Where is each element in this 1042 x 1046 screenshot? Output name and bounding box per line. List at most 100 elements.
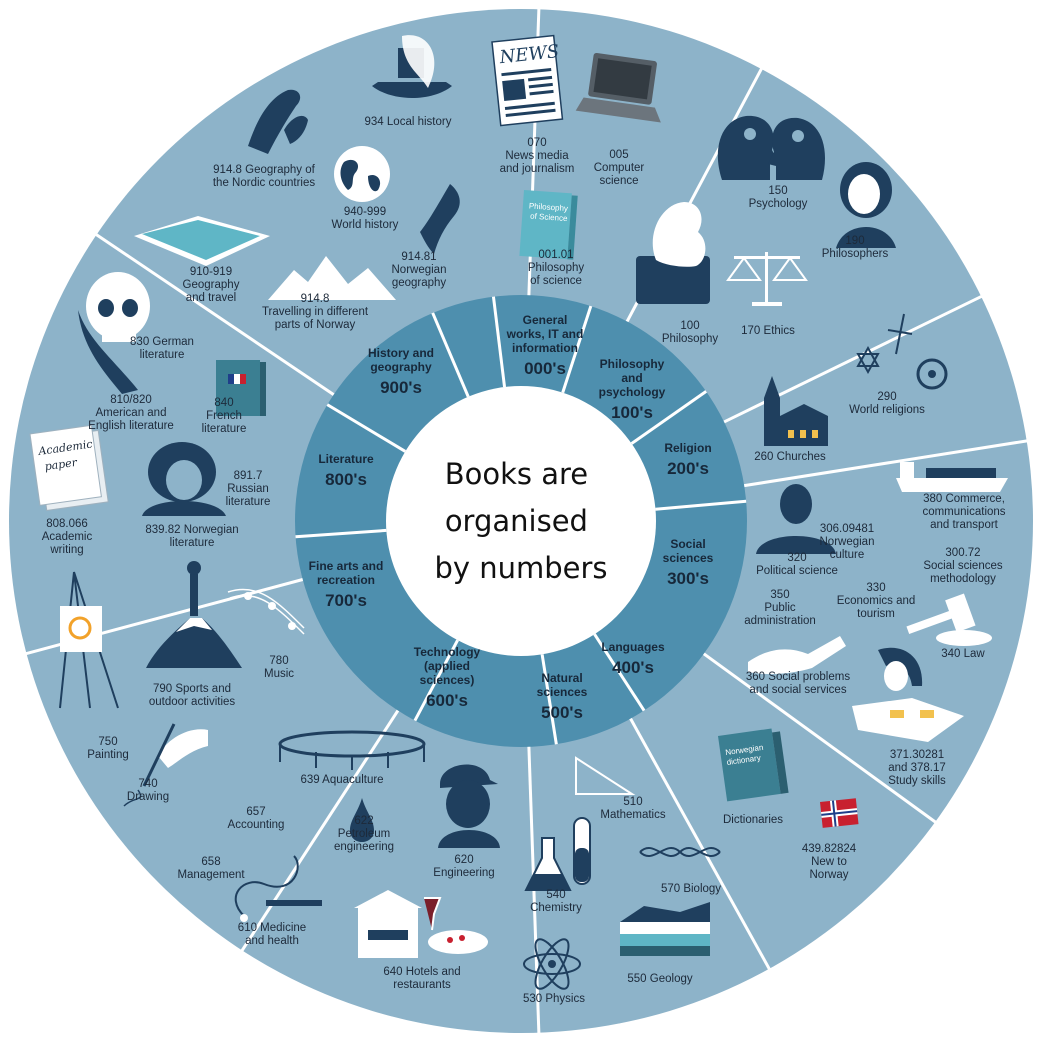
topic-label-line: Drawing	[127, 791, 169, 803]
student-icon	[852, 647, 964, 742]
svg-text:of Science: of Science	[530, 212, 568, 224]
topic-label-line: 910-919	[190, 266, 232, 278]
newspaper-icon: NEWS	[491, 34, 564, 127]
topic-label-line: communications	[922, 506, 1005, 518]
topic-label-line: 290	[877, 391, 896, 403]
category-number: 800's	[325, 470, 367, 489]
topic-label-line: Russian	[227, 483, 269, 495]
dna-icon	[639, 846, 721, 858]
topic-label-line: 070	[527, 137, 546, 149]
topic-label-line: Norwegian	[392, 264, 447, 276]
handshake-icon	[748, 636, 846, 675]
topic-570-biology: 570 Biology	[661, 883, 721, 895]
category-number: 300's	[667, 569, 709, 588]
topic-label-line: Philosophy	[662, 333, 719, 345]
outer-divider	[743, 439, 1029, 488]
topic-label-line: 810/820	[110, 394, 152, 406]
philosopher-portrait-icon	[836, 162, 896, 248]
dictionary-icon: Norwegian dictionary	[718, 728, 789, 802]
french-book-icon	[216, 360, 266, 416]
topic-label-line: Social sciences	[923, 560, 1003, 572]
category-label-line: History and	[368, 346, 434, 360]
topic-label-line: 657	[246, 806, 265, 818]
svg-text:paper: paper	[44, 456, 79, 473]
topic-label-line: 914.8 Geography of	[213, 164, 315, 176]
topic-label-line: 170 Ethics	[741, 325, 795, 337]
topic-label-line: 260 Churches	[754, 451, 826, 463]
svg-text:Philosophy: Philosophy	[529, 201, 569, 213]
outer-divider	[702, 652, 938, 825]
center-title: Books are organised by numbers	[434, 457, 607, 585]
category-label-line: General	[523, 313, 568, 327]
hotel-food-icon	[354, 890, 488, 958]
laptop-icon	[575, 52, 661, 123]
topic-label-line: Economics and	[837, 595, 916, 607]
topic-934-local-history: 934 Local history	[365, 116, 452, 128]
inner-divider	[540, 654, 558, 745]
topic-label-line: 790 Sports and	[153, 683, 231, 695]
category-label-line: sciences	[537, 685, 588, 699]
topic-label-line: 610 Medicine	[238, 922, 306, 934]
skull-icon	[78, 272, 150, 394]
topic-label-line: 330	[866, 582, 885, 594]
topic-label-line: 001.01	[538, 249, 573, 261]
topic-label-line: Travelling in different	[262, 306, 369, 318]
topic-label-line: tourism	[857, 608, 895, 620]
inner-divider	[491, 296, 507, 388]
topic-label-line: 808.066	[46, 518, 88, 530]
category-label-line: sciences)	[420, 673, 475, 687]
topic-label-line: 840	[214, 397, 233, 409]
viking-ship-icon	[372, 35, 452, 98]
topic-label-line: parts of Norway	[275, 319, 356, 331]
inner-divider	[413, 639, 459, 722]
easel-icon	[59, 571, 119, 709]
topic-label-line: Management	[177, 869, 245, 881]
author-portrait-icon	[142, 442, 226, 516]
inner-divider	[326, 403, 407, 453]
topic-label-line: of science	[530, 275, 582, 287]
topic-label-line: 640 Hotels and	[383, 966, 460, 978]
topic-340-law: 340 Law	[941, 648, 985, 660]
politician-icon	[756, 484, 836, 554]
inner-divider	[431, 312, 470, 398]
category-label-line: Social	[670, 537, 705, 551]
topic-label-line: 830 German	[130, 336, 194, 348]
topic-label-line: 622	[354, 815, 373, 827]
topic-label-line: 891.7	[234, 470, 263, 482]
topic-label-line: 190	[845, 235, 864, 247]
topic-label-line: Norway	[810, 869, 849, 881]
category-label-line: works, IT and	[506, 327, 584, 341]
topic-label-line: 658	[201, 856, 220, 868]
topic-label-line: World religions	[849, 404, 925, 416]
category-number: 400's	[612, 658, 654, 677]
category-number: 200's	[667, 459, 709, 478]
topic-label-line: Engineering	[433, 867, 494, 879]
topic-label-line: Music	[264, 668, 294, 680]
topic-label-line: administration	[744, 615, 816, 627]
category-label-line: Philosophy	[600, 357, 665, 371]
inner-divider	[593, 633, 646, 712]
topic-label-line: Petroleum	[338, 828, 390, 840]
topic-label-line: and health	[245, 935, 299, 947]
category-number: 900's	[380, 378, 422, 397]
topic-label-line: 570 Biology	[661, 883, 721, 895]
topic-label-line: and social services	[749, 684, 846, 696]
topic-260-churches: 260 Churches	[754, 451, 826, 463]
topic-label-line: and 378.17	[888, 762, 946, 774]
norway-flag-icon	[820, 798, 859, 828]
